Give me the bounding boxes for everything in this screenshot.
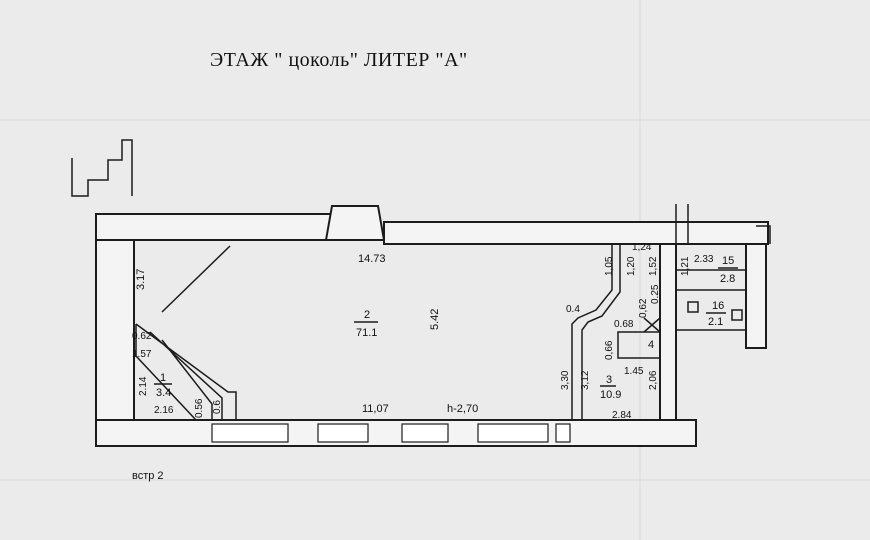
dim-0-62-right: 0,62 — [638, 298, 649, 318]
dim-11-07: 11,07 — [362, 403, 389, 415]
dim-14-73: 14.73 — [358, 253, 386, 265]
room-4-number: 4 — [648, 339, 654, 351]
plan-walls — [71, 139, 771, 447]
dim-3-17: 3.17 — [135, 269, 147, 290]
dim-2-84: 2.84 — [612, 410, 632, 421]
room-2-area: 71.1 — [356, 327, 377, 339]
dim-3-12: 3,12 — [580, 370, 591, 390]
dim-0-62-left: 0.62 — [132, 331, 152, 342]
dim-1-21: 1,21 — [680, 256, 691, 276]
room-16-area: 2.1 — [708, 316, 723, 328]
room-1-area: 3.4 — [156, 387, 171, 399]
note-vstr: встр 2 — [132, 470, 164, 482]
dim-0-66: 0,66 — [604, 340, 615, 360]
dim-5-42: 5.42 — [429, 309, 441, 330]
plan-title: ЭТАЖ " цоколь" ЛИТЕР "А" — [210, 49, 468, 71]
room-16-number: 16 — [712, 300, 724, 312]
dim-1-52: 1,52 — [648, 256, 659, 276]
dim-2-33: 2.33 — [694, 254, 714, 265]
dim-1-24: 1,24 — [632, 242, 652, 253]
dim-0-6: 0.6 — [212, 400, 223, 414]
room-15-area: 2.8 — [720, 273, 735, 285]
window-openings — [211, 423, 571, 443]
dim-2-16: 2.16 — [154, 405, 174, 416]
room-2-number: 2 — [364, 309, 370, 321]
dim-3-30: 3,30 — [560, 370, 571, 390]
dim-1-45: 1.45 — [624, 366, 644, 377]
room-15-number: 15 — [722, 255, 734, 267]
dim-1-57: 1.57 — [132, 349, 152, 360]
dim-1-20: 1,20 — [626, 256, 637, 276]
dim-0-25: 0.25 — [650, 284, 661, 304]
dim-1-05: 1,05 — [604, 256, 615, 276]
dim-0-68: 0.68 — [614, 319, 634, 330]
dim-0-56: 0.56 — [194, 398, 205, 418]
room-3-area: 10.9 — [600, 389, 621, 401]
dim-2-06: 2,06 — [648, 370, 659, 390]
room-labels: 2 71.1 1 3.4 3 10.9 4 15 2.8 16 2.1 h-2,… — [154, 255, 738, 415]
dimension-labels: 14.73 5.42 11,07 3.17 0.62 1.57 2.14 2.1… — [132, 242, 714, 421]
room-1-number: 1 — [160, 372, 166, 384]
dim-2-14: 2.14 — [138, 376, 149, 396]
ceiling-height: h-2,70 — [447, 403, 478, 415]
dim-0-4: 0.4 — [566, 304, 580, 315]
room-3-number: 3 — [606, 374, 612, 386]
